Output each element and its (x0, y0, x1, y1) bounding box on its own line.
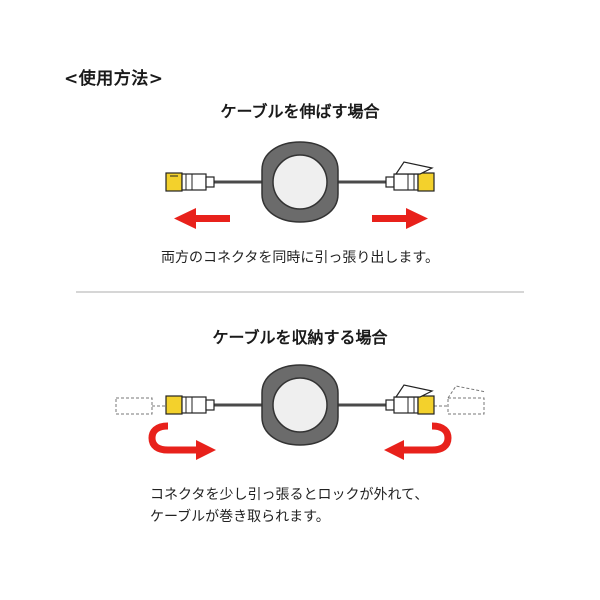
extend-diagram (165, 141, 435, 229)
section-divider (76, 291, 524, 293)
right-connector-icon (385, 161, 435, 192)
retract-description-line2: ケーブルが巻き取られます。 (150, 509, 330, 525)
arrow-left-icon (174, 208, 230, 229)
retract-description: コネクタを少し引っ張るとロックが外れて、 ケーブルが巻き取られます。 (150, 484, 428, 528)
extend-description: 両方のコネクタを同時に引っ張り出します。 (160, 250, 440, 266)
extend-heading: ケーブルを伸ばす場合 (220, 102, 380, 121)
connector-latch (394, 384, 434, 398)
connector-latch (394, 161, 434, 175)
retractable-cable-reel (214, 364, 386, 446)
curved-arrow-left-icon (148, 422, 216, 460)
retract-description-line1: コネクタを少し引っ張るとロックが外れて、 (150, 487, 429, 503)
page-title: <使用方法> (64, 69, 164, 89)
right-connector-icon (385, 384, 435, 415)
retract-heading: ケーブルを収納する場合 (212, 328, 388, 347)
left-connector-icon (165, 172, 215, 192)
reel-center (272, 377, 328, 433)
left-connector-ghost (115, 397, 166, 415)
curved-arrow-right-icon (384, 422, 452, 460)
right-connector-ghost (434, 385, 487, 415)
retract-diagram (115, 364, 487, 460)
left-connector-icon (165, 395, 215, 415)
reel-center (272, 154, 328, 210)
retractable-cable-reel (214, 141, 386, 223)
arrow-right-icon (372, 208, 428, 229)
